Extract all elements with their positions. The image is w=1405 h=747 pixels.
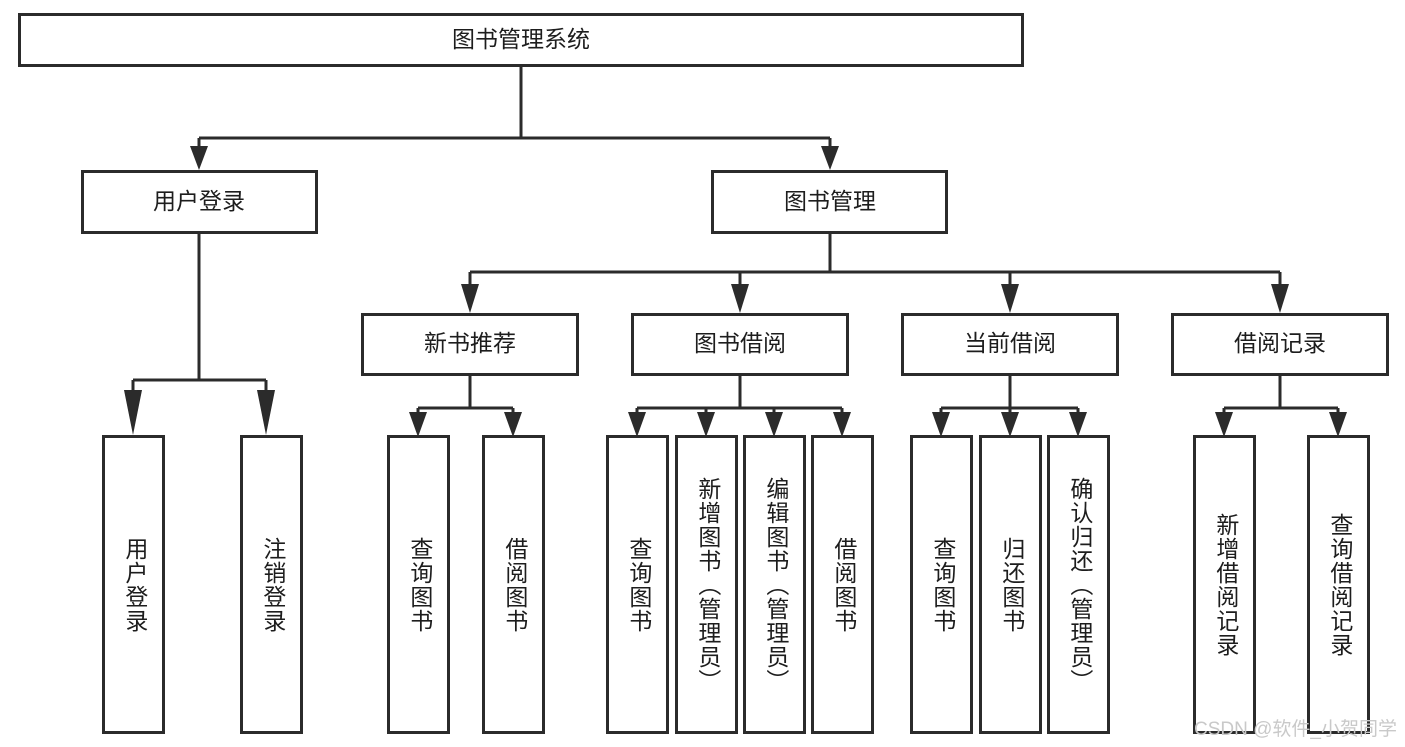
arrowhead-currentborrow-1 — [932, 412, 950, 437]
node-borrow-record[interactable]: 借阅记录 — [1171, 313, 1389, 376]
csdn-watermark: CSDN @软件_小贺同学 — [1194, 719, 1397, 740]
leaf-box-book-borrow-3[interactable] — [811, 435, 874, 734]
node-book-management-label: 图书管理 — [784, 188, 876, 214]
node-current-borrow-label: 当前借阅 — [964, 330, 1056, 356]
leaf-box-book-borrow-2[interactable] — [743, 435, 806, 734]
node-new-book-recommend[interactable]: 新书推荐 — [361, 313, 579, 376]
arrowhead-borrowrecord-2 — [1329, 412, 1347, 437]
arrowhead-bookmgmt-3 — [1001, 284, 1019, 313]
node-book-borrow[interactable]: 图书借阅 — [631, 313, 849, 376]
leaf-box-user-login-0[interactable] — [102, 435, 165, 734]
arrowhead-root-to-login — [190, 146, 208, 170]
leaf-box-book-borrow-1[interactable] — [675, 435, 738, 734]
leaf-box-borrow-record-1[interactable] — [1307, 435, 1370, 734]
leaf-box-user-login-1[interactable] — [240, 435, 303, 734]
arrowhead-currentborrow-2 — [1001, 412, 1019, 437]
node-book-borrow-label: 图书借阅 — [694, 330, 786, 356]
arrowhead-currentborrow-3 — [1069, 412, 1087, 437]
leaf-box-book-borrow-0[interactable] — [606, 435, 669, 734]
arrowhead-root-to-bookmgmt — [821, 146, 839, 170]
node-user-login[interactable]: 用户登录 — [81, 170, 318, 234]
node-book-management[interactable]: 图书管理 — [711, 170, 948, 234]
arrowhead-bookborrow-4 — [833, 412, 851, 437]
leaf-box-current-borrow-2[interactable] — [1047, 435, 1110, 734]
node-new-book-recommend-label: 新书推荐 — [424, 330, 516, 356]
leaf-box-borrow-record-0[interactable] — [1193, 435, 1256, 734]
arrowhead-newbook-1 — [409, 412, 427, 437]
arrowhead-bookborrow-3 — [765, 412, 783, 437]
arrowhead-bookborrow-1 — [628, 412, 646, 437]
node-current-borrow[interactable]: 当前借阅 — [901, 313, 1119, 376]
arrowhead-login-leaf-1 — [124, 390, 142, 435]
leaf-box-current-borrow-0[interactable] — [910, 435, 973, 734]
arrowhead-bookborrow-2 — [697, 412, 715, 437]
arrowhead-bookmgmt-1 — [461, 284, 479, 313]
arrowhead-borrowrecord-1 — [1215, 412, 1233, 437]
arrowhead-bookmgmt-2 — [731, 284, 749, 313]
node-borrow-record-label: 借阅记录 — [1234, 330, 1326, 356]
leaf-box-new-book-0[interactable] — [387, 435, 450, 734]
leaf-box-current-borrow-1[interactable] — [979, 435, 1042, 734]
arrowhead-login-leaf-2 — [257, 390, 275, 435]
node-root-label: 图书管理系统 — [452, 26, 590, 52]
arrowhead-newbook-2 — [504, 412, 522, 437]
node-root[interactable]: 图书管理系统 — [18, 13, 1024, 67]
node-user-login-label: 用户登录 — [153, 188, 245, 214]
leaf-box-new-book-1[interactable] — [482, 435, 545, 734]
arrowhead-bookmgmt-4 — [1271, 284, 1289, 313]
